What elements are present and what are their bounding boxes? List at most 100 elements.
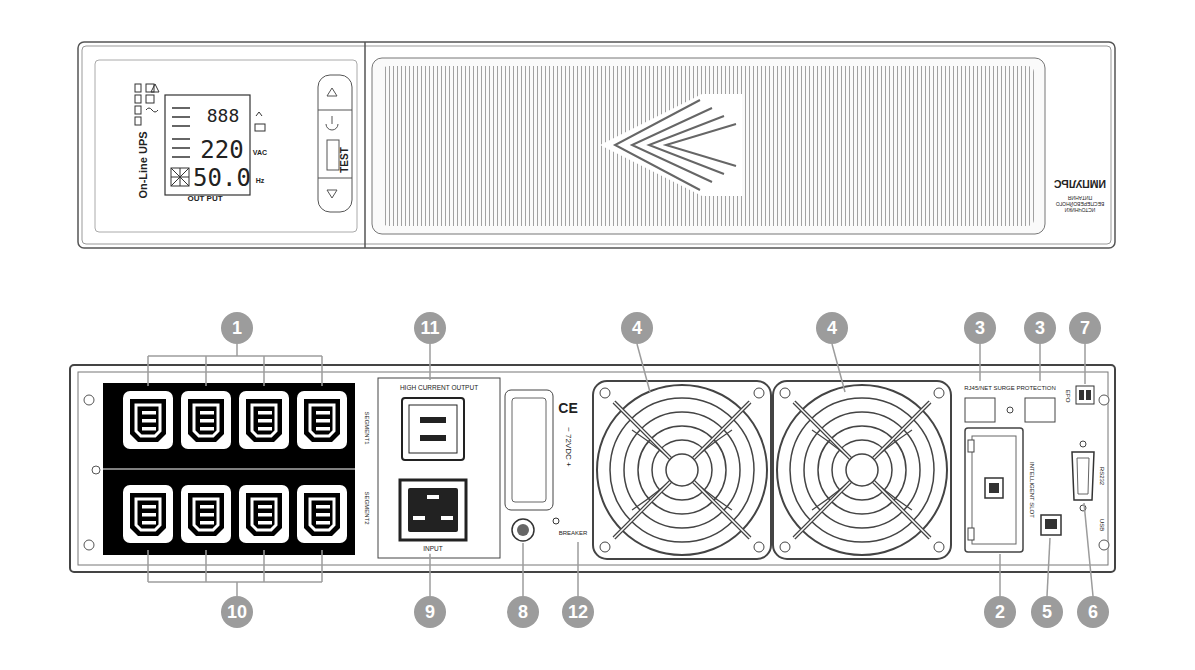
line-shape [637,344,650,392]
port-label: USB [1099,519,1105,531]
line-shape [429,344,431,380]
path-shape [1072,452,1094,500]
rect-shape [146,95,154,103]
rect-shape [409,405,457,453]
callout-text: 1 [232,319,242,337]
callout-number: 7 [1069,312,1101,344]
rect-shape [378,378,500,558]
callout-text: 6 [1088,603,1098,621]
rect-shape [1025,398,1055,422]
line-shape [147,356,149,386]
callout-number: 9 [414,596,446,628]
callout-text: 12 [568,603,588,621]
line-shape [263,356,265,386]
line-shape [263,550,265,582]
rect-shape [135,106,141,114]
callout-number: 3 [964,312,996,344]
rect-shape [505,390,553,510]
path-shape [171,168,189,186]
rect-shape [82,46,1111,244]
rect-shape [408,488,458,532]
line-shape [318,110,352,111]
rect-shape [135,117,141,125]
path-shape [1077,458,1089,494]
callout-text: 3 [975,319,985,337]
callout-number: 2 [984,596,1016,628]
rect-shape [965,428,1023,552]
rect-shape [318,75,352,212]
callout-text: 2 [995,603,1005,621]
line-shape [205,356,207,386]
rect-shape [400,480,466,540]
polyline-shape [649,116,724,174]
line-shape [332,116,333,124]
ce-mark: CE [558,401,577,415]
port-label: − 72VDC + [564,427,572,467]
rect-shape [1045,519,1057,529]
port-label: EPO [1065,390,1071,403]
rect-shape [989,483,999,493]
g-shape [135,84,159,125]
rect-shape [372,58,1045,234]
callout-text: 3 [1035,319,1045,337]
line-shape [321,550,323,582]
use-shape [297,391,347,449]
circle-shape [553,518,559,524]
line-shape [148,355,322,357]
callout-text: 5 [1042,603,1052,621]
use-shape [239,485,289,543]
rect-shape [165,95,250,195]
callout-text: 8 [518,603,528,621]
path-shape [151,84,159,92]
use-shape [593,381,771,559]
g-shape [615,100,736,190]
rect-shape [413,516,425,520]
line-shape [1047,538,1050,596]
path-shape [326,124,338,130]
line-shape [236,582,238,596]
rect-shape [968,440,974,452]
line-shape [1084,503,1093,596]
circle-shape [84,540,94,550]
callout-number: 3 [1024,312,1056,344]
line-shape [147,550,149,582]
circle-shape [1099,395,1109,405]
rear-panel [70,365,1115,572]
lcd-digits: 220 [200,138,243,162]
use-shape [181,391,231,449]
line-shape [321,356,323,386]
rect-shape [382,66,1034,226]
g-shape [172,108,190,157]
rect-shape [420,435,446,441]
rect-shape [985,478,1003,498]
rect-shape [255,124,265,131]
path-shape [146,108,158,112]
device-caption: On-Line UPS [138,131,149,198]
line-shape [172,107,190,109]
unit-label: Hz [256,177,265,184]
callout-text: 7 [1080,319,1090,337]
callout-number: 8 [507,596,539,628]
port-label: RS232 [1099,467,1105,485]
line-shape [236,344,238,356]
line-shape [577,542,579,596]
line-shape [522,543,524,596]
rect-shape [135,95,141,103]
use-shape [123,391,173,449]
rect-shape [402,398,464,460]
lcd-caption: OUT PUT [187,195,222,203]
line-shape [172,116,190,118]
polyline-shape [666,124,736,166]
brand-subtitle: ИСТОЧНИКИ БЕСПЕРЕБОЙНОГО ПИТАНИЯ [1051,194,1109,211]
path-shape [256,112,262,116]
line-shape [205,550,207,582]
rect-shape [1079,390,1084,400]
line-shape [1084,344,1086,384]
port-label: SEGMENT1 [364,411,370,444]
line-shape [148,581,322,583]
line-shape [979,344,981,381]
rect-shape [512,398,546,502]
path-shape [327,190,337,198]
button-label: TEST [340,147,350,173]
rect-shape [441,516,453,520]
